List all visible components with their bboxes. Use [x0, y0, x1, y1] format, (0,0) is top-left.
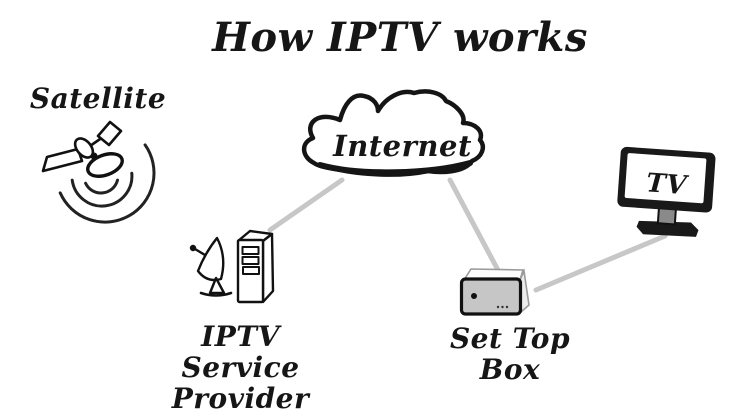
- satellite-icon: [41, 120, 156, 224]
- internet-cloud-icon: [301, 89, 485, 177]
- tv-node: TV: [610, 141, 730, 245]
- signal-waves-icon: [58, 143, 156, 224]
- tv-screen-label: TV: [645, 168, 688, 202]
- satellite-label: Satellite: [29, 82, 167, 115]
- set-top-box-label: Set Top Box: [449, 322, 571, 386]
- solar-panel-left: [41, 147, 84, 173]
- connector-stb-tv: [533, 233, 668, 293]
- satellite-dish: [86, 152, 124, 178]
- page-title: How IPTV works: [212, 14, 588, 61]
- solar-panel-right: [96, 120, 123, 147]
- internet-label: Internet: [333, 129, 472, 163]
- tv-icon: [617, 146, 716, 237]
- tv-base: [636, 220, 699, 237]
- set-top-box-icon: [459, 268, 530, 316]
- connector-internet-provider: [267, 177, 345, 233]
- provider-label: IPTV Service Provider: [171, 320, 310, 411]
- stb-front: [459, 277, 523, 316]
- stb-indicator-dots: [496, 305, 509, 309]
- server-side: [261, 232, 275, 304]
- server-with-dish-icon: [189, 229, 275, 304]
- tv-screen: [624, 153, 707, 204]
- connector-internet-stb: [447, 177, 502, 275]
- provider-dish-icon: [196, 236, 225, 282]
- stb-power-dot: [471, 293, 477, 299]
